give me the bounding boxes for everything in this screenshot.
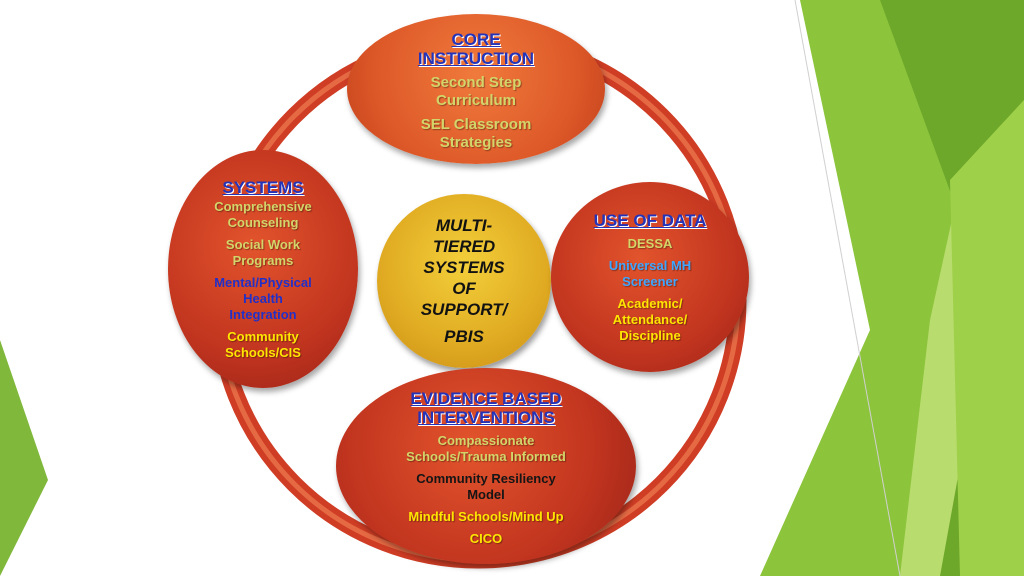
systems-title: SYSTEMS bbox=[222, 177, 304, 197]
evidence-item: Community Resiliency bbox=[416, 471, 556, 486]
core-item: Strategies bbox=[439, 134, 513, 151]
evidence-item: Schools/Trauma Informed bbox=[406, 449, 566, 464]
decor-line bbox=[794, 0, 901, 576]
systems-item: Schools/CIS bbox=[225, 344, 301, 360]
data-item: Discipline bbox=[619, 327, 681, 343]
data-item: Academic/ bbox=[617, 295, 683, 311]
systems-item: Counseling bbox=[227, 214, 299, 230]
center-line: MULTI- bbox=[435, 216, 493, 235]
core-item: Curriculum bbox=[435, 92, 516, 109]
center-line: SYSTEMS bbox=[423, 258, 505, 277]
center-line: OF bbox=[452, 279, 476, 298]
systems-bubble: SYSTEMS Comprehensive Counseling Social … bbox=[168, 150, 358, 388]
systems-item: Integration bbox=[229, 306, 297, 322]
mtss-center-bubble: MULTI- TIERED SYSTEMS OF SUPPORT/ PBIS bbox=[377, 194, 551, 368]
core-instruction-title-line1: CORE bbox=[451, 30, 501, 49]
data-item: Screener bbox=[622, 273, 678, 289]
systems-item: Programs bbox=[232, 252, 294, 268]
evidence-item: Compassionate bbox=[437, 433, 535, 448]
evidence-item: Model bbox=[467, 487, 505, 502]
core-instruction-title-line2: INSTRUCTION bbox=[417, 49, 535, 68]
center-line: TIERED bbox=[432, 237, 496, 256]
evidence-based-bubble: EVIDENCE BASED INTERVENTIONS Compassiona… bbox=[336, 368, 636, 564]
right-green-shape-bright bbox=[950, 100, 1024, 576]
core-instruction-bubble: CORE INSTRUCTION Second Step Curriculum … bbox=[347, 14, 605, 164]
use-of-data-bubble: USE OF DATA DESSA Universal MH Screener … bbox=[551, 182, 749, 372]
evidence-title-line2: INTERVENTIONS bbox=[417, 408, 555, 427]
core-item: Second Step bbox=[430, 74, 522, 91]
systems-item: Social Work bbox=[225, 236, 301, 252]
data-item: Attendance/ bbox=[612, 311, 688, 327]
left-green-shape bbox=[0, 340, 48, 576]
systems-item: Comprehensive bbox=[214, 198, 312, 214]
center-line: PBIS bbox=[444, 327, 484, 346]
use-of-data-title: USE OF DATA bbox=[593, 210, 707, 230]
data-item: Universal MH bbox=[608, 257, 692, 273]
data-item: DESSA bbox=[627, 235, 673, 251]
evidence-item: CICO bbox=[469, 531, 503, 546]
systems-item: Community bbox=[227, 328, 299, 344]
core-item: SEL Classroom bbox=[420, 116, 532, 133]
evidence-item: Mindful Schools/Mind Up bbox=[408, 509, 564, 524]
systems-item: Health bbox=[243, 290, 283, 306]
evidence-title-line1: EVIDENCE BASED bbox=[410, 389, 562, 408]
systems-item: Mental/Physical bbox=[214, 274, 312, 290]
center-line: SUPPORT/ bbox=[420, 300, 508, 319]
